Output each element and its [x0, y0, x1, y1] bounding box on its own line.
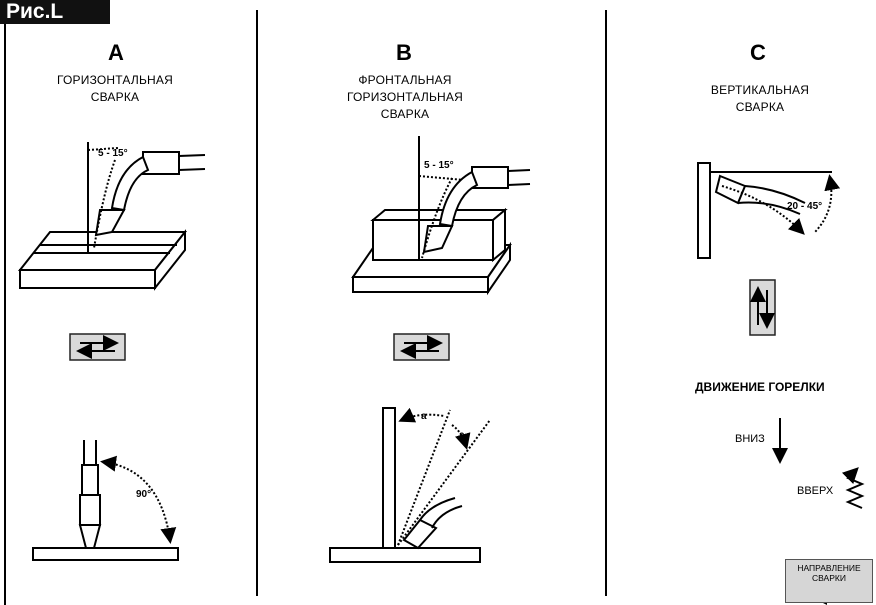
torch-motion-up: ВВЕРХ — [797, 485, 834, 497]
column-b-angle-top: 5 - 15° — [424, 160, 454, 171]
column-a-bottom-drawing — [32, 440, 179, 561]
column-b-title: ФРОНТАЛЬНАЯ ГОРИЗОНТАЛЬНАЯ СВАРКА — [310, 72, 500, 123]
column-c-letter: C — [750, 40, 766, 65]
column-c-wall-drawing — [697, 162, 841, 259]
column-b-angle-bottom-1: a — [421, 411, 427, 422]
column-b-torch — [421, 166, 531, 259]
column-b-letter: B — [396, 40, 412, 65]
legend-line-2: СВАРКИ — [812, 573, 846, 583]
column-b-title-line-3: СВАРКА — [380, 107, 430, 121]
column-c-title-line-2: СВАРКА — [735, 100, 785, 114]
column-c-title-line-1: ВЕРТИКАЛЬНАЯ — [710, 83, 810, 97]
column-b-direction-icon — [393, 333, 450, 361]
column-a-title-line-2: СВАРКА — [90, 90, 140, 104]
column-a-torch — [93, 151, 206, 249]
column-c-title: ВЕРТИКАЛЬНАЯ СВАРКА — [670, 82, 850, 116]
column-a-direction-icon — [69, 333, 126, 361]
welding-direction-legend: НАПРАВЛЕНИЕ СВАРКИ — [785, 559, 873, 603]
column-a-angle-top: 5 - 15° — [98, 148, 128, 159]
column-a-angle-bottom: 90° — [136, 489, 151, 500]
column-a-title: ГОРИЗОНТАЛЬНАЯ СВАРКА — [25, 72, 205, 106]
column-c-direction-icon — [749, 279, 776, 336]
column-b-title-line-1: ФРОНТАЛЬНАЯ — [358, 73, 452, 87]
column-c-angle-top: 20 - 45° — [787, 201, 822, 212]
column-a-plates-drawing — [17, 229, 188, 291]
legend-line-1: НАПРАВЛЕНИЕ — [797, 563, 861, 573]
figure-label: Рис.L — [0, 0, 110, 24]
column-b-angle-arc — [418, 175, 465, 181]
torch-motion-down: ВНИЗ — [735, 433, 765, 445]
column-b-title-line-2: ГОРИЗОНТАЛЬНАЯ — [347, 90, 463, 104]
torch-motion-heading: ДВИЖЕНИЕ ГОРЕЛКИ — [695, 380, 825, 394]
column-a-letter: A — [108, 40, 124, 65]
column-a-title-line-1: ГОРИЗОНТАЛЬНАЯ — [57, 73, 173, 87]
column-b-bottom-drawing — [329, 407, 491, 563]
column-a-angle-arc — [87, 147, 119, 151]
zigzag-up-arrow-icon — [841, 467, 865, 509]
column-b-angle-bottom-2: a — [459, 430, 465, 441]
